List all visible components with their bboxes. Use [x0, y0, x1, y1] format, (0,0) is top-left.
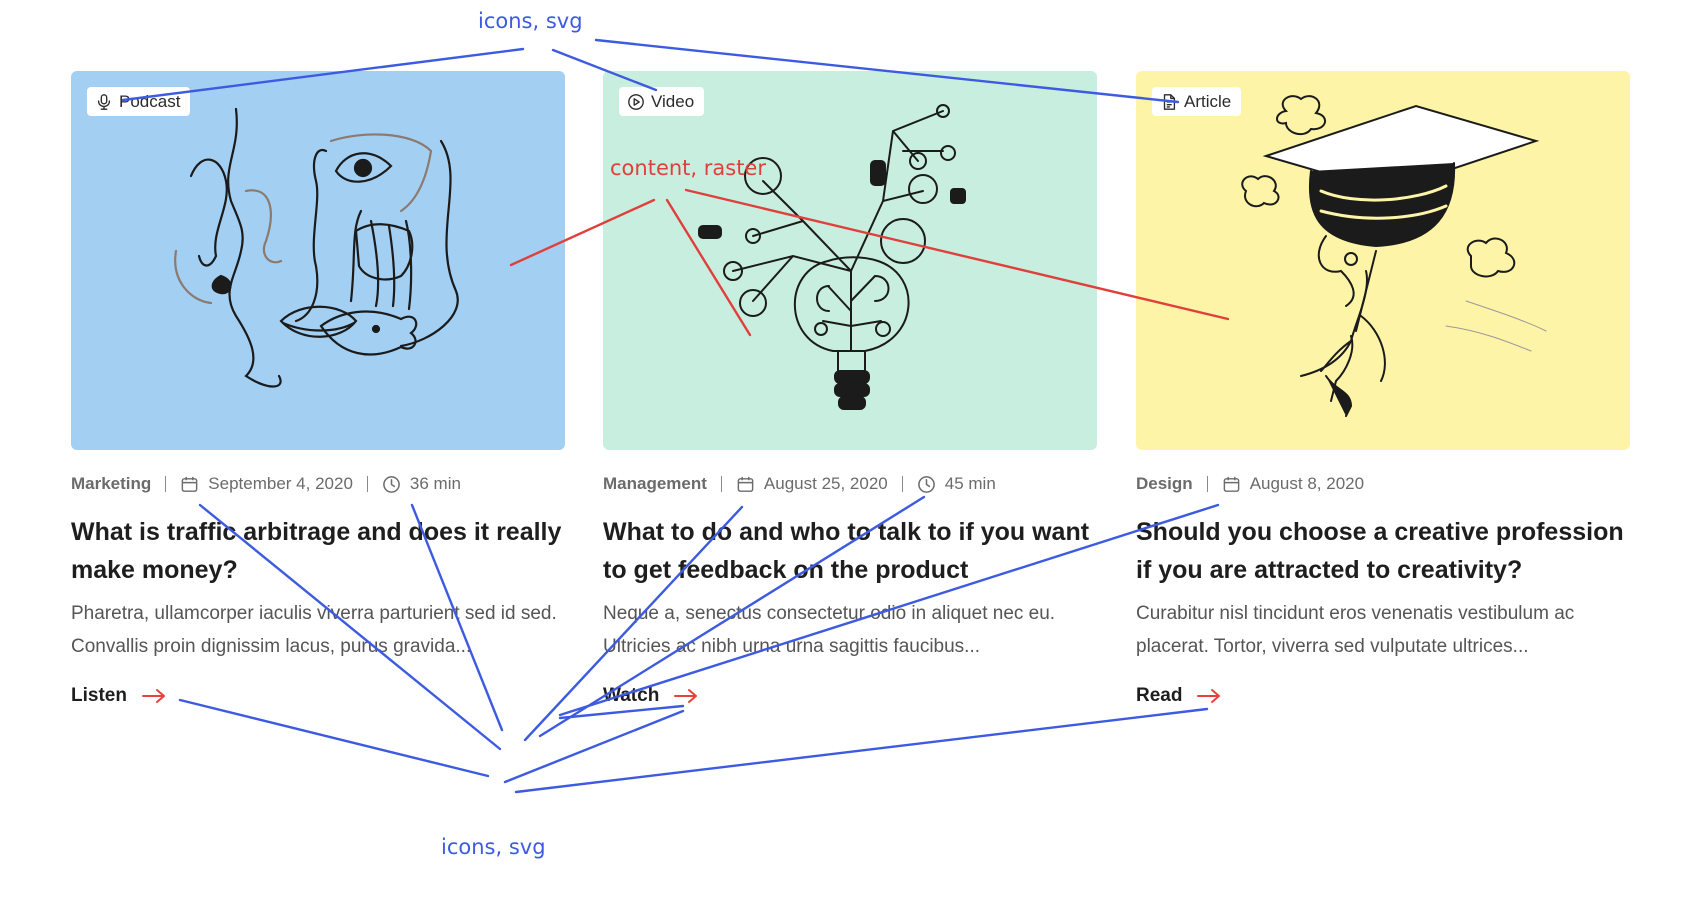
article-card-podcast[interactable]: Podcast Marketing September 4, 2020 36 m… — [71, 71, 565, 707]
face-line-art-illustration — [174, 107, 459, 388]
card-excerpt: Curabitur nisl tincidunt eros venenatis … — [1136, 603, 1575, 657]
document-icon — [1163, 93, 1176, 110]
meta-divider — [1206, 476, 1208, 492]
card-title[interactable]: Should you choose a creative profession … — [1136, 518, 1624, 584]
arrow-right-icon — [141, 689, 165, 703]
arrow-right-icon — [1197, 689, 1221, 703]
card-meta: Design August 8, 2020 — [1136, 473, 1630, 495]
arrow-right-icon — [674, 689, 698, 703]
content-type-label: Article — [1184, 91, 1232, 111]
duration-group: 45 min — [917, 474, 996, 494]
calendar-icon — [737, 476, 754, 492]
content-type-badge: Podcast — [87, 87, 191, 116]
card-meta: Marketing September 4, 2020 36 min — [71, 473, 565, 495]
play-circle-icon — [628, 93, 644, 110]
microphone-icon — [97, 93, 111, 110]
calendar-icon — [1223, 476, 1240, 492]
annotation-label: icons, svg — [478, 9, 583, 33]
card-excerpt: Neque a, senectus consectetur odio in al… — [603, 603, 1056, 657]
card-thumbnail[interactable]: Podcast — [71, 71, 565, 450]
read-link[interactable]: Read — [1136, 685, 1222, 707]
category-label[interactable]: Marketing — [71, 474, 152, 493]
annotation-label: icons, svg — [441, 835, 546, 859]
clock-icon — [917, 475, 935, 493]
date-group: August 8, 2020 — [1222, 474, 1364, 494]
listen-link[interactable]: Listen — [71, 685, 167, 707]
card-thumbnail[interactable]: Video — [603, 71, 1097, 450]
calendar-icon — [181, 476, 198, 492]
content-type-label: Video — [651, 91, 695, 111]
annotation-arrow — [558, 704, 685, 720]
content-type-badge: Article — [1152, 87, 1242, 116]
meta-divider — [901, 476, 903, 492]
publish-date: September 4, 2020 — [208, 474, 353, 493]
duration-label: 45 min — [944, 474, 996, 493]
annotation-arrow — [503, 709, 685, 784]
date-group: September 4, 2020 — [180, 474, 353, 494]
publish-date: August 8, 2020 — [1249, 474, 1365, 493]
content-type-label: Podcast — [119, 91, 181, 111]
card-thumbnail[interactable]: Article — [1136, 71, 1630, 450]
watch-link[interactable]: Watch — [603, 685, 699, 707]
date-group: August 25, 2020 — [736, 474, 888, 494]
card-title[interactable]: What is traffic arbitrage and does it re… — [71, 518, 562, 584]
article-card-article[interactable]: Article Design August 8, 2020 Should you… — [1136, 71, 1630, 707]
graduation-cap-illustration — [1241, 95, 1547, 417]
card-excerpt: Pharetra, ullamcorper iaculis viverra pa… — [71, 603, 557, 657]
content-type-badge: Video — [619, 87, 705, 116]
lightbulb-tree-illustration — [698, 104, 966, 410]
publish-date: August 25, 2020 — [763, 474, 888, 493]
meta-divider — [720, 476, 722, 492]
annotation-arrow — [178, 698, 490, 778]
duration-label: 36 min — [409, 474, 461, 493]
annotation-label: content, raster — [610, 156, 766, 180]
annotation-arrow — [514, 707, 1209, 794]
category-label[interactable]: Management — [603, 474, 707, 493]
card-title[interactable]: What to do and who to talk to if you wan… — [603, 518, 1090, 584]
category-label[interactable]: Design — [1136, 474, 1193, 493]
cta-label: Read — [1136, 685, 1183, 706]
clock-icon — [383, 475, 400, 493]
card-meta: Management August 25, 2020 45 min — [603, 473, 1097, 495]
meta-divider — [366, 476, 368, 492]
duration-group: 36 min — [382, 474, 461, 494]
meta-divider — [165, 476, 167, 492]
cta-label: Listen — [71, 685, 127, 706]
cta-label: Watch — [603, 685, 660, 706]
